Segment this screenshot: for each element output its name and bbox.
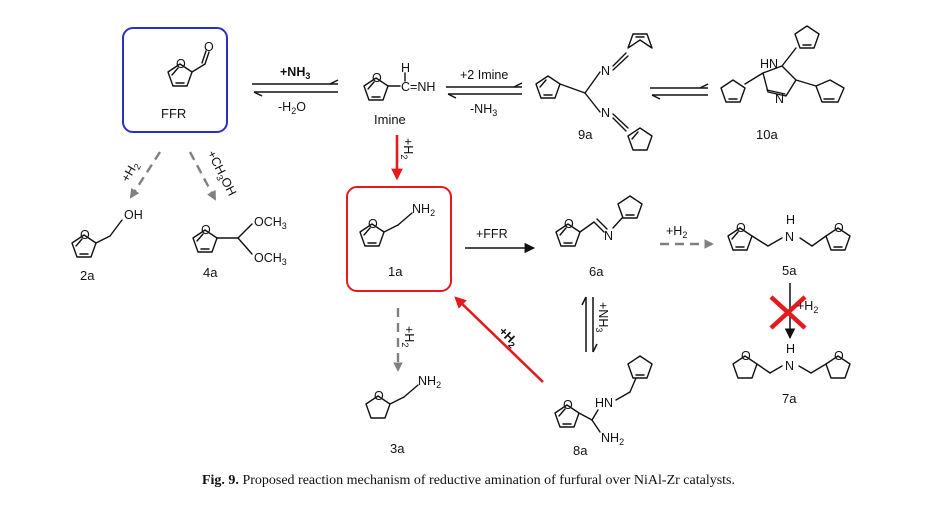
5a-n: N bbox=[785, 230, 794, 244]
3a-nh2: NH2 bbox=[418, 374, 441, 390]
2a-ring-o: O bbox=[80, 228, 90, 242]
7a-h: H bbox=[786, 342, 795, 356]
compound-imine-label: Imine bbox=[374, 112, 406, 127]
reagent-plus-2-imine: +2 Imine bbox=[460, 68, 508, 82]
reagent-plus-ffr: +FFR bbox=[476, 227, 508, 241]
6a-n: N bbox=[604, 229, 613, 243]
structure-ffr bbox=[167, 50, 210, 87]
reagent-h2-imine-to-1a: +H2 bbox=[399, 138, 415, 159]
7a-ring-o-right: O bbox=[834, 349, 844, 363]
structure-5a bbox=[727, 227, 851, 251]
compound-6a-label: 6a bbox=[589, 264, 604, 279]
imine-h: H bbox=[401, 61, 410, 75]
equilibrium-9a-10a bbox=[650, 83, 709, 100]
structure-10a bbox=[720, 25, 845, 103]
10a-n: N bbox=[775, 92, 784, 106]
imine-ring-o: O bbox=[372, 71, 382, 85]
7a-n: N bbox=[785, 359, 794, 373]
2a-oh: OH bbox=[124, 208, 143, 222]
compound-7a-label: 7a bbox=[782, 391, 797, 406]
4a-och3-top: OCH3 bbox=[254, 215, 287, 231]
structure-4a bbox=[192, 223, 253, 255]
8a-ring-o: O bbox=[563, 398, 573, 412]
reagent-h2-1a-to-3a: +H2 bbox=[400, 326, 416, 347]
5a-h: H bbox=[786, 213, 795, 227]
imine-cnh-group: C=NH bbox=[401, 80, 435, 94]
arrow-8a-to-1a bbox=[454, 296, 544, 383]
compound-1a-label: 1a bbox=[388, 264, 403, 279]
8a-hn: HN bbox=[595, 396, 613, 410]
blocked-cross-icon bbox=[769, 295, 807, 330]
reagent-minus-h2o: -H2O bbox=[278, 100, 306, 116]
reagent-h2-5a-to-7a: +H2 bbox=[797, 299, 818, 315]
figure-caption-label: Fig. 9. bbox=[201, 473, 239, 488]
structure-imine bbox=[363, 72, 406, 101]
5a-ring-o-left: O bbox=[736, 221, 746, 235]
reagent-h2-ffr-to-2a: +H2 bbox=[118, 159, 143, 185]
9a-n-top: N bbox=[601, 64, 610, 78]
1a-nh2: NH2 bbox=[412, 202, 435, 218]
structure-8a bbox=[554, 355, 653, 433]
equilibrium-ffr-imine bbox=[252, 79, 339, 97]
compound-ffr-label: FFR bbox=[161, 106, 186, 121]
compound-9a-label: 9a bbox=[578, 127, 593, 142]
structure-1a bbox=[359, 212, 413, 247]
reagent-ch3oh: +CH3OH bbox=[203, 148, 240, 199]
compound-10a-label: 10a bbox=[756, 127, 778, 142]
reagent-plus-nh3: +NH3 bbox=[280, 65, 310, 81]
reagent-h2-6a-to-5a: +H2 bbox=[666, 224, 687, 240]
equilibrium-imine-9a bbox=[446, 82, 523, 99]
structure-6a bbox=[555, 195, 643, 247]
7a-ring-o-left: O bbox=[741, 349, 751, 363]
ffr-ring-o: O bbox=[176, 57, 186, 71]
structure-2a bbox=[71, 219, 123, 258]
figure-caption: Fig. 9. Proposed reaction mechanism of r… bbox=[0, 473, 937, 489]
8a-nh2: NH2 bbox=[601, 431, 624, 447]
5a-ring-o-right: O bbox=[834, 221, 844, 235]
structure-7a bbox=[732, 355, 851, 379]
equilibrium-6a-8a bbox=[581, 296, 598, 353]
4a-och3-bottom: OCH3 bbox=[254, 251, 287, 267]
compound-5a-label: 5a bbox=[782, 263, 797, 278]
ffr-highlight-box bbox=[122, 27, 228, 133]
figure-caption-text: Proposed reaction mechanism of reductive… bbox=[238, 473, 735, 488]
compound-2a-label: 2a bbox=[80, 268, 95, 283]
structure-3a bbox=[365, 384, 419, 419]
6a-ring-o: O bbox=[564, 217, 574, 231]
9a-n-bottom: N bbox=[601, 106, 610, 120]
compound-3a-label: 3a bbox=[390, 441, 405, 456]
ffr-carbonyl-o: O bbox=[204, 40, 214, 54]
compound-4a-label: 4a bbox=[203, 265, 218, 280]
reagent-plus-nh3-6a-8a: +NH3 bbox=[594, 302, 610, 332]
1a-ring-o: O bbox=[368, 217, 378, 231]
arrow-ffr-to-2a bbox=[129, 151, 162, 199]
compound-8a-label: 8a bbox=[573, 443, 588, 458]
4a-ring-o: O bbox=[201, 223, 211, 237]
10a-hn: HN bbox=[760, 57, 778, 71]
3a-ring-o: O bbox=[374, 389, 384, 403]
structure-9a bbox=[535, 33, 653, 151]
arrow-ffr-to-4a bbox=[188, 151, 217, 201]
reagent-minus-nh3: -NH3 bbox=[470, 102, 497, 118]
product-1a-highlight-box bbox=[346, 186, 452, 292]
